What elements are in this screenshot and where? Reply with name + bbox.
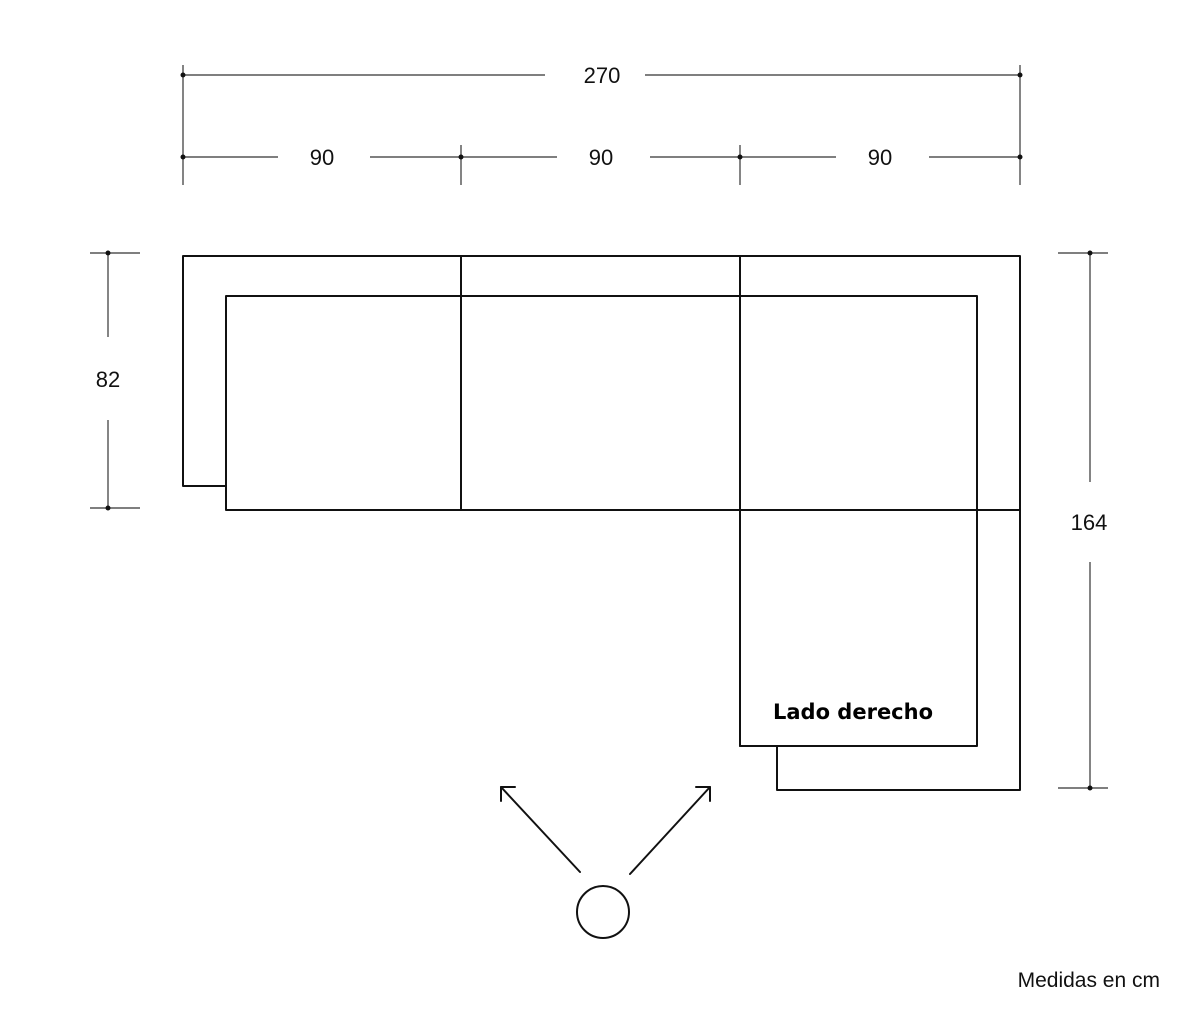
depth-label: 82 xyxy=(96,367,120,392)
right-dimension-length: 164 xyxy=(1058,250,1108,791)
total-width-label: 270 xyxy=(584,63,621,88)
viewer-circle-icon xyxy=(500,786,711,939)
module-width-label: 90 xyxy=(589,145,613,170)
chaise-length-label: 164 xyxy=(1071,510,1108,535)
module-width-label: 90 xyxy=(310,145,334,170)
module-width-label: 90 xyxy=(868,145,892,170)
sofa-outline xyxy=(182,255,1021,791)
top-dimension-total: 270 xyxy=(180,63,1023,185)
left-dimension-depth: 82 xyxy=(90,250,140,511)
side-label: Lado derecho xyxy=(773,700,933,724)
top-dimension-modules: 90 90 90 xyxy=(180,145,1023,185)
units-note: Medidas en cm xyxy=(1018,969,1160,992)
